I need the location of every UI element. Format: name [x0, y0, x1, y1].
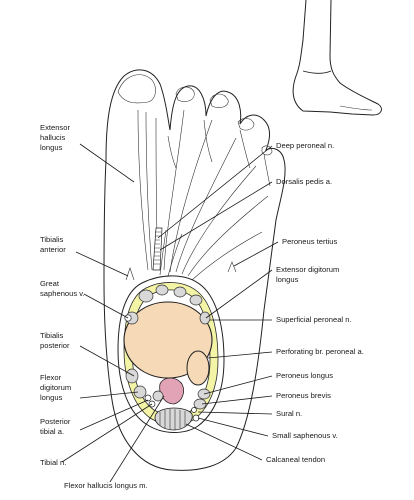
label-deep-peroneal-n: Deep peroneal n.	[276, 141, 334, 150]
label-superficial-peroneal-n: Superficial peroneal n.	[276, 315, 352, 324]
fourth-toe-nail	[237, 118, 255, 131]
label-calcaneal-tendon: Calcaneal tendon	[266, 455, 325, 464]
label-great-saphenous-v: Great saphenous v.	[40, 279, 85, 298]
third-toe-nail	[209, 93, 229, 108]
label-perforating-br-peroneal-a: Perforating br. peroneal a.	[276, 347, 364, 356]
label-flexor-digitorum-longus: Flexor digitorum longus	[40, 373, 73, 402]
ankle-cross-section	[117, 275, 225, 433]
label-tibialis-anterior: Tibialis anterior	[40, 235, 66, 254]
label-tibial-n: Tibial n.	[40, 458, 66, 467]
second-toe-nail	[175, 86, 195, 102]
label-tibialis-posterior: Tibialis posterior	[40, 331, 70, 350]
label-dorsalis-pedis-a: Dorsalis pedis a.	[276, 177, 332, 186]
lateral-malleolus-bone	[186, 350, 210, 386]
neurovascular-bundle-dorsal	[152, 227, 163, 271]
label-flexor-hallucis-longus-m: Flexor hallucis longus m.	[64, 481, 148, 490]
label-peroneus-longus: Peroneus longus	[276, 371, 333, 380]
label-posterior-tibial-a: Posterior tibial a.	[40, 417, 73, 436]
label-sural-n: Sural n.	[276, 409, 302, 418]
label-peroneus-brevis: Peroneus brevis	[276, 391, 331, 400]
inset-leg-figure	[292, 0, 382, 116]
label-small-saphenous-v: Small saphenous v.	[272, 431, 338, 440]
flexor-hallucis-muscle-belly	[159, 377, 184, 405]
peroneus-tertius-marker	[227, 261, 237, 273]
fifth-toe-nail	[261, 145, 273, 156]
label-extensor-digitorum-longus: Extensor digitorum longus	[276, 265, 341, 284]
anterior-tendons	[138, 284, 211, 325]
leader-lines	[61, 143, 279, 483]
label-extensor-hallucis-longus: Extensor hallucis longus	[40, 123, 72, 152]
great-toe-nail	[117, 74, 156, 104]
label-peroneus-tertius: Peroneus tertius	[282, 237, 337, 246]
